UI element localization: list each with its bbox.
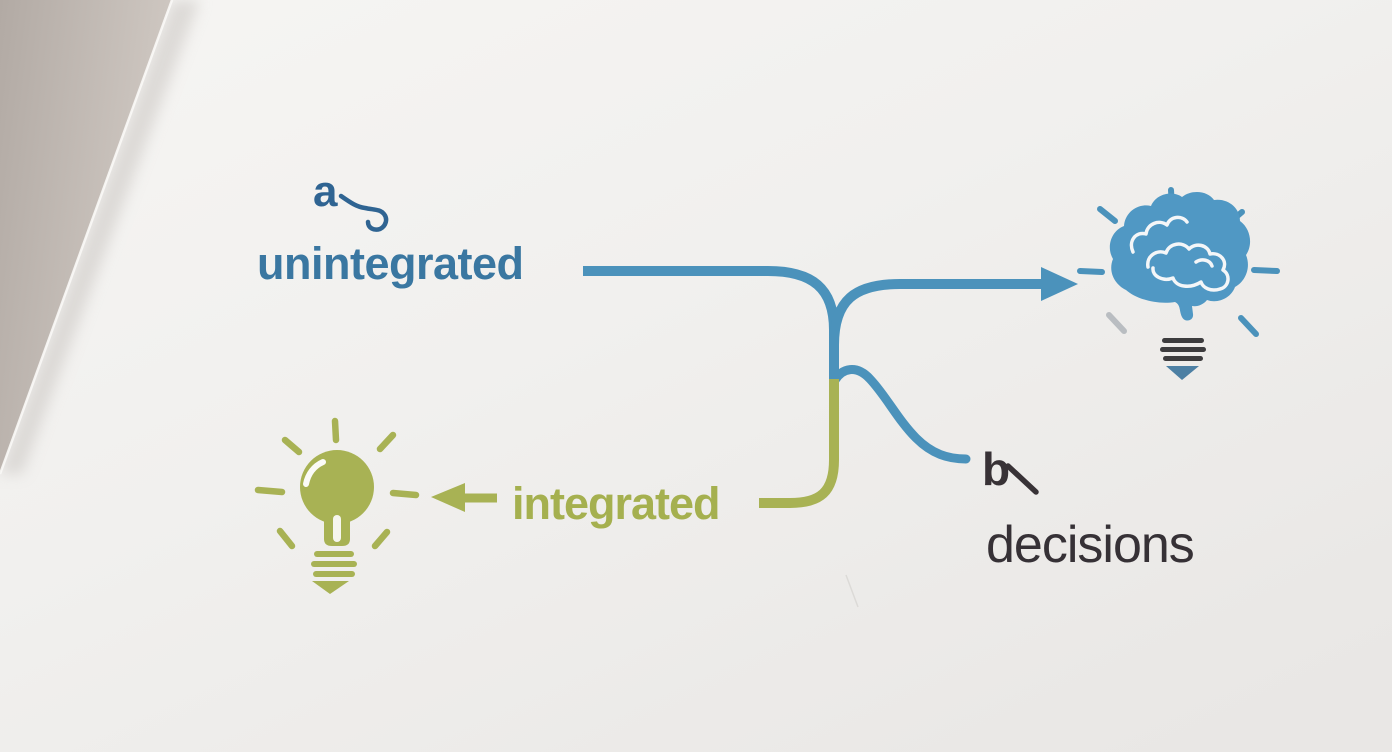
arrowhead-right-icon <box>1041 267 1078 301</box>
bulb-screw-base <box>311 551 357 577</box>
brain-gyri <box>1129 215 1230 292</box>
marker-a-flourish <box>338 193 389 232</box>
bulb-highlight <box>303 459 326 487</box>
bulb-neck-highlight <box>333 515 341 542</box>
paper-edge <box>0 0 174 475</box>
bulb-rays <box>254 417 420 550</box>
integrated-label: integrated <box>512 478 721 529</box>
bulb-globe <box>300 450 374 524</box>
decisions-label: decisions <box>986 516 1195 574</box>
brain-bulb-tip <box>1166 366 1199 380</box>
brain-bulb-icon <box>1077 187 1280 380</box>
arrowhead-left-icon <box>431 483 497 512</box>
flow-arrow-to-brain <box>829 279 1041 346</box>
flow-line-integrated <box>759 379 839 508</box>
marker-b-label: b <box>982 443 1011 495</box>
bulb-tip <box>312 581 349 594</box>
paper-crease <box>845 574 859 608</box>
paper-edge-shadow <box>0 0 200 474</box>
brain-screw-base <box>1160 338 1206 361</box>
marker-b-flourish <box>1005 463 1039 495</box>
unintegrated-label: unintegrated <box>257 238 524 289</box>
flow-branch-to-decisions <box>829 365 971 464</box>
lightbulb-icon <box>254 417 420 594</box>
brain-ray-gray <box>1106 312 1127 334</box>
marker-a-label: a <box>313 167 338 216</box>
